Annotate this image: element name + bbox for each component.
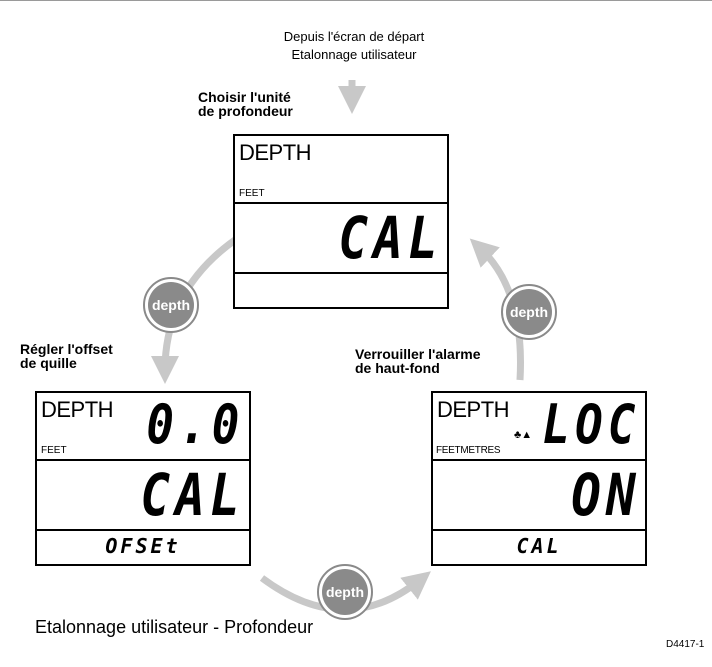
- depth-button-right-label: depth: [510, 304, 548, 320]
- display-top-header: DEPTH FEET: [235, 136, 447, 204]
- depth-button-left[interactable]: depth: [143, 277, 199, 333]
- display-left-footer-value: OFSEt: [105, 534, 181, 558]
- display-left-value: 0.0: [146, 393, 245, 456]
- figure-reference: D4417-1: [666, 639, 705, 650]
- display-left-main: CAL: [37, 461, 249, 531]
- display-right-footer-value: CAL: [516, 534, 562, 558]
- alarm-icons: ♣▲: [514, 429, 533, 441]
- display-right-unit: FEETMETRES: [436, 445, 501, 456]
- intro-text: Depuis l'écran de départ Etalonnage util…: [0, 28, 712, 64]
- depth-button-left-label: depth: [152, 297, 190, 313]
- display-right-main: ON: [433, 461, 645, 531]
- depth-button-bottom-label: depth: [326, 584, 364, 600]
- display-top-main: CAL: [235, 204, 447, 274]
- step-heading-right-line-2: de haut-fond: [355, 360, 440, 376]
- display-top-footer: [235, 274, 447, 307]
- display-left-unit: FEET: [41, 445, 67, 456]
- display-left: DEPTH FEET 0.0 CAL OFSEt: [35, 391, 251, 566]
- step-heading-top: Choisir l'unité de profondeur: [198, 90, 293, 118]
- display-left-footer: OFSEt: [37, 531, 249, 564]
- step-heading-left: Régler l'offset de quille: [20, 342, 113, 370]
- display-left-main-value: CAL: [140, 461, 245, 529]
- display-left-label: DEPTH: [41, 397, 114, 422]
- step-heading-top-line-2: de profondeur: [198, 103, 293, 119]
- intro-line-2: Etalonnage utilisateur: [291, 47, 417, 62]
- display-left-header: DEPTH FEET 0.0: [37, 393, 249, 461]
- display-right-footer: CAL: [433, 531, 645, 564]
- display-top-label: DEPTH: [239, 140, 312, 165]
- display-right-value: LOC: [542, 393, 641, 456]
- display-top-main-value: CAL: [338, 204, 443, 272]
- display-right-main-value: ON: [571, 461, 641, 529]
- step-heading-left-line-2: de quille: [20, 355, 77, 371]
- display-top-unit: FEET: [239, 188, 265, 199]
- step-heading-left-line-1: Régler l'offset: [20, 341, 113, 357]
- intro-line-1: Depuis l'écran de départ: [283, 29, 425, 44]
- caption: Etalonnage utilisateur - Profondeur: [35, 617, 314, 637]
- display-right: DEPTH ♣▲ FEETMETRES LOC ON CAL: [431, 391, 647, 566]
- step-heading-right: Verrouiller l'alarme de haut-fond: [355, 347, 481, 375]
- display-top: DEPTH FEET CAL: [233, 134, 449, 309]
- display-right-header: DEPTH ♣▲ FEETMETRES LOC: [433, 393, 645, 461]
- display-right-label: DEPTH: [437, 397, 510, 422]
- step-heading-right-line-1: Verrouiller l'alarme: [355, 346, 481, 362]
- step-heading-top-line-1: Choisir l'unité: [198, 89, 291, 105]
- depth-button-bottom[interactable]: depth: [317, 564, 373, 620]
- depth-button-right[interactable]: depth: [501, 284, 557, 340]
- top-rule: [0, 0, 712, 1]
